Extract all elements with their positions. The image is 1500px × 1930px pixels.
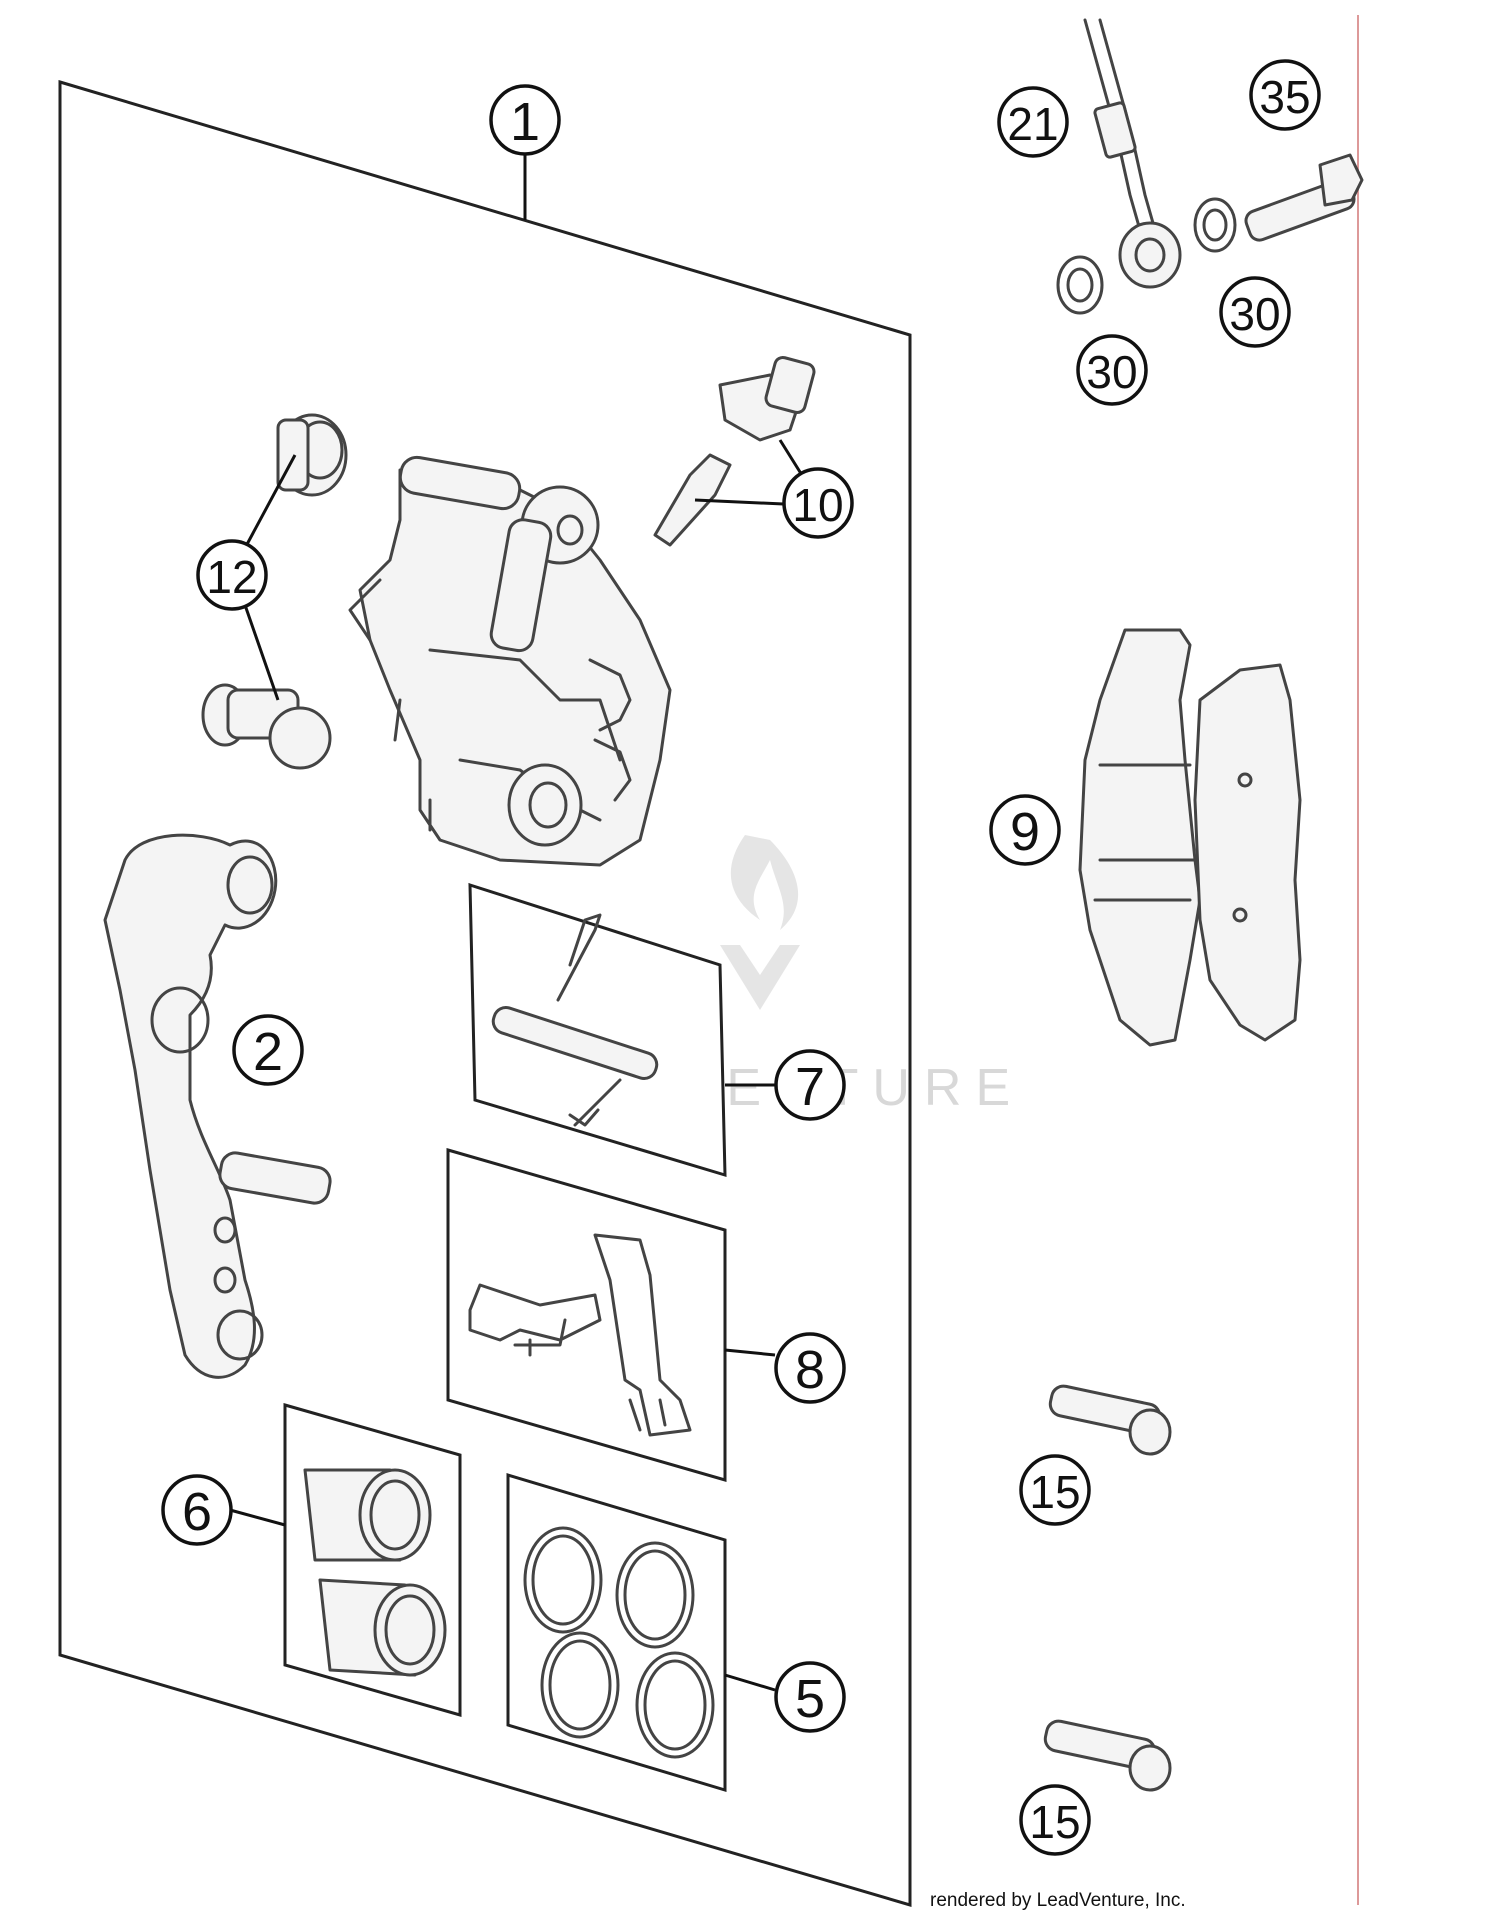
part-9-brake-pads <box>1078 628 1302 1047</box>
callout-1: 1 <box>489 84 561 156</box>
part-5-seals <box>523 1526 715 1759</box>
svg-text:12: 12 <box>206 551 257 603</box>
svg-text:15: 15 <box>1029 1466 1080 1518</box>
leader-6 <box>229 1508 286 1527</box>
callout-30-lower: 30 <box>1076 334 1148 406</box>
callout-35: 35 <box>1249 59 1321 131</box>
svg-text:21: 21 <box>1007 98 1058 150</box>
part-21-brake-line <box>1083 18 1182 289</box>
callout-6: 6 <box>161 1474 233 1546</box>
callout-2: 2 <box>232 1014 304 1086</box>
svg-text:2: 2 <box>253 1022 283 1082</box>
callout-7: 7 <box>774 1049 846 1121</box>
svg-text:5: 5 <box>795 1669 825 1729</box>
svg-text:9: 9 <box>1010 802 1040 862</box>
svg-text:1: 1 <box>510 92 540 152</box>
callout-12: 12 <box>196 539 268 611</box>
callout-8: 8 <box>774 1332 846 1404</box>
brake-caliper-body <box>348 455 672 867</box>
part-2-caliper-bracket <box>103 833 332 1379</box>
callout-9: 9 <box>989 794 1061 866</box>
part-15-bolt-lower <box>1043 1719 1172 1792</box>
leader-8 <box>724 1348 776 1357</box>
part-7-pins <box>491 913 659 1127</box>
svg-text:30: 30 <box>1229 288 1280 340</box>
svg-text:10: 10 <box>792 479 843 531</box>
callout-10: 10 <box>782 467 854 539</box>
callout-15-upper: 15 <box>1019 1454 1091 1526</box>
leader-5 <box>724 1673 776 1692</box>
leader-12 <box>243 454 297 701</box>
panel-8-spring-kit <box>446 1148 727 1482</box>
svg-text:35: 35 <box>1259 71 1310 123</box>
panel-5-seal-kit <box>506 1472 727 1793</box>
part-12-seal-bolt <box>201 413 348 770</box>
svg-text:6: 6 <box>182 1482 212 1542</box>
svg-text:7: 7 <box>795 1057 825 1117</box>
callout-21: 21 <box>997 86 1069 158</box>
part-6-pistons <box>303 1468 447 1677</box>
callout-5: 5 <box>774 1661 846 1733</box>
watermark-logo <box>720 835 800 1010</box>
svg-text:15: 15 <box>1029 1796 1080 1848</box>
panel-7-pin-kit <box>468 882 727 1178</box>
svg-text:8: 8 <box>795 1340 825 1400</box>
callout-15-lower: 15 <box>1019 1784 1091 1856</box>
svg-text:30: 30 <box>1086 346 1137 398</box>
part-8-springs <box>468 1233 692 1437</box>
part-15-bolt-upper <box>1048 1384 1172 1456</box>
part-10-bleed-valve <box>653 355 816 547</box>
part-30-washers <box>1056 197 1237 315</box>
callout-30-right: 30 <box>1219 276 1291 348</box>
credit-text: rendered by LeadVenture, Inc. <box>930 1890 1186 1911</box>
part-35-banjo-bolt <box>1244 153 1364 242</box>
